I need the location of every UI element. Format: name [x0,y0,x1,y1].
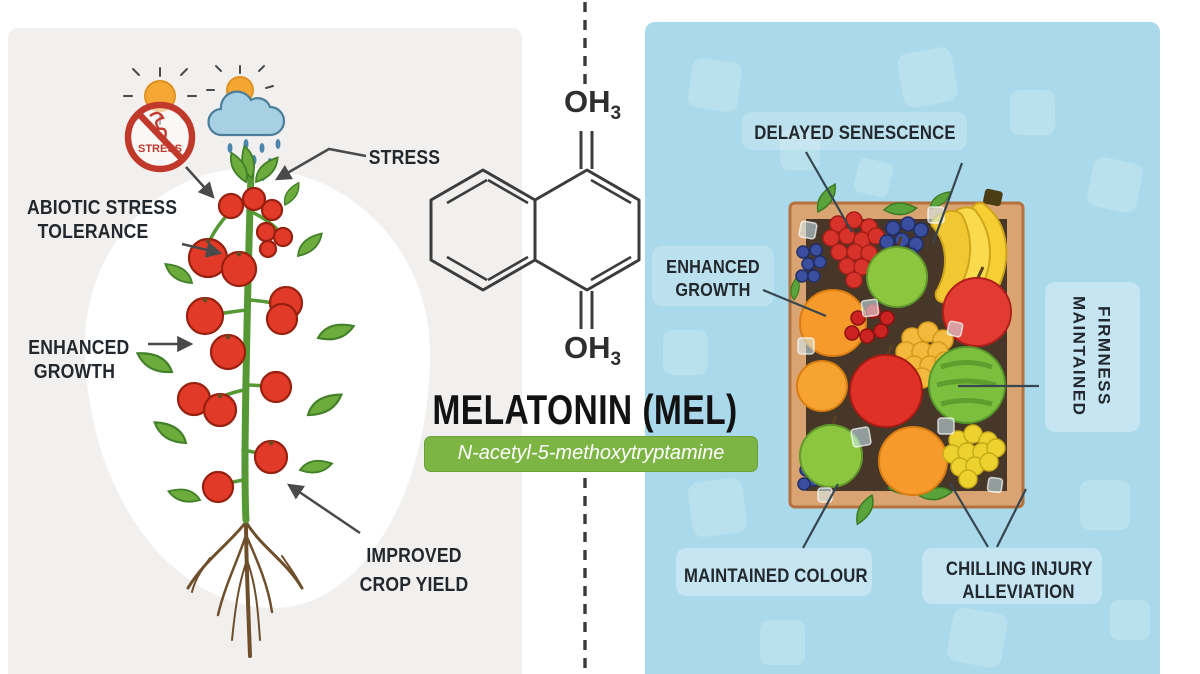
label-maintained-firmness: MAINTAINED FIRMNESS [1069,296,1114,417]
oh3-bottom-label: OH3 [564,330,622,370]
label-backdrop [922,548,1102,604]
label-maintained-colour: MAINTAINED COLOUR [684,566,868,587]
label-abiotic-stress-tolerance: ABIOTIC STRESS TOLERANCE [27,197,178,244]
tomato-plant [135,145,355,658]
label-enhanced-growth-right: ENHANCED GROWTH [666,256,760,300]
green-apple-icon [799,415,863,488]
molecule-structure [429,131,641,329]
label-chilling-injury-alleviation: CHILLING INJURY ALLEVIATION [945,559,1093,604]
label-backdrop [742,112,967,150]
melatonin-title: MELATONIN (MEL) [432,386,738,433]
line-enhanced [762,288,827,318]
ice-cubes [797,206,1004,503]
pointer-lines-right [762,151,1039,549]
line-delayed-right [931,162,964,244]
roots [186,518,304,658]
red-apple-icon [849,344,923,428]
oh3-top-label: OH3 [564,84,622,124]
orange-icon [878,426,948,496]
line-chilling-right [996,488,1027,548]
green-apple-icon [866,236,928,308]
orange-icon [796,360,848,412]
label-backdrop [652,246,774,306]
line-colour [802,483,839,549]
label-enhanced-growth-left: ENHANCED GROWTH [28,337,130,384]
tomatoes [176,186,304,504]
label-stress: STRESS [368,147,441,169]
arrow-no-stress [185,166,215,199]
line-delayed-left [805,151,853,233]
label-delayed-senescence: DELAYED SENESCENCE [754,123,956,144]
plant-backdrop [85,168,430,608]
ice-cube-pattern [663,47,1150,668]
arrow-improved [286,483,361,535]
chemical-name-banner: N-acetyl-5-methoxytryptamine [424,436,758,472]
fruit-crate [785,183,1025,526]
line-chilling-left [949,482,989,548]
pointer-arrows-left [148,147,367,535]
arrow-stress [274,147,367,181]
label-backdrop [676,548,872,596]
label-backdrop [1045,282,1140,432]
no-stress-icon: STRESS [124,101,196,173]
arrow-abiotic [181,241,223,258]
label-improved-crop-yield: IMPROVED CROP YIELD [359,545,469,596]
yellow-grapes-icon [942,424,1006,489]
